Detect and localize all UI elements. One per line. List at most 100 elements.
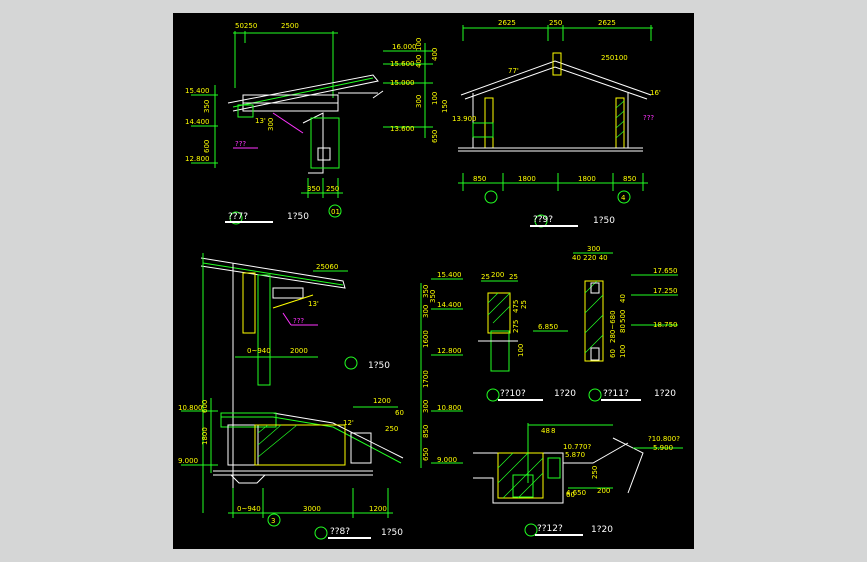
title: ??12? bbox=[537, 524, 563, 534]
level-1: 17.650 bbox=[653, 267, 678, 275]
level-5: 13.600 bbox=[390, 125, 415, 133]
angle: 13' bbox=[255, 117, 266, 125]
vdim-1: 100 bbox=[415, 38, 423, 51]
dim-300: 300 bbox=[587, 245, 600, 253]
dim-250: 250 bbox=[591, 466, 599, 479]
detail-c: 25060 13' ??? 0~940 2000 1?50 1200 60 25… bbox=[178, 253, 463, 540]
angle-13: 13' bbox=[308, 300, 319, 308]
dim-60: 60 bbox=[395, 409, 404, 417]
level-2: 5.870 bbox=[565, 451, 585, 459]
level-right-2: 14.400 bbox=[437, 301, 462, 309]
level-3: 18.750 bbox=[653, 321, 678, 329]
level-right-1: 15.400 bbox=[437, 271, 462, 279]
dim-1: 25 bbox=[481, 273, 490, 281]
dim-top: 25060 bbox=[316, 263, 338, 271]
vdim-4: 80 bbox=[619, 324, 627, 333]
dim-bottom-3: 1800 bbox=[578, 175, 596, 183]
vdim-right-5: 1700 bbox=[422, 370, 430, 388]
ext-level-2: 5.900 bbox=[653, 444, 673, 452]
dim-100: 100 bbox=[517, 344, 525, 357]
dim-bottom-1: 60 bbox=[566, 491, 575, 499]
level-1: 16.000 bbox=[392, 43, 417, 51]
angle-2: 16' bbox=[650, 89, 661, 97]
level-1: 15.400 bbox=[185, 87, 210, 95]
level-left-2: 9.000 bbox=[178, 457, 198, 465]
vdim-2: 40 bbox=[619, 294, 627, 303]
vdim-4: 300 bbox=[415, 95, 423, 108]
scale: 1?20 bbox=[554, 389, 576, 399]
dim-top-3: 2625 bbox=[598, 19, 616, 27]
mid-scale: 1?50 bbox=[368, 361, 390, 371]
level-3: 15.000 bbox=[390, 79, 415, 87]
level-4: 13.900 bbox=[452, 115, 477, 123]
dim-2: 8 bbox=[551, 427, 555, 435]
title: ??10? bbox=[500, 389, 526, 399]
note: ??? bbox=[643, 114, 654, 122]
ext-level: ?10.800? bbox=[648, 435, 680, 443]
detail-d: 25 200 25 275 475 25 100 6.850 ??10? 1?2… bbox=[478, 271, 576, 402]
vdim-left-1: 600 bbox=[201, 400, 209, 413]
scale: 1?20 bbox=[654, 389, 676, 399]
title: ??11? bbox=[603, 389, 629, 399]
dim-side-1: 275 bbox=[512, 320, 520, 333]
detail-b: 2625 250 2625 250100 77' 16' ??? 16.000 … bbox=[383, 19, 661, 228]
detail-e: 300 40 220 40 280~680 40 500 80 60 100 1… bbox=[572, 245, 678, 402]
vdim-left-2: 1800 bbox=[201, 427, 209, 445]
vdim-right-7: 850 bbox=[422, 425, 430, 438]
dim-1: 48 bbox=[541, 427, 550, 435]
scale: 1?20 bbox=[591, 525, 613, 535]
dim-bottom-1: 0~940 bbox=[237, 505, 261, 513]
note: ??? bbox=[293, 317, 304, 325]
cad-drawing: .w{stroke:#fff;fill:none;stroke-width:1}… bbox=[178, 19, 683, 540]
vdim-2: 400 bbox=[415, 55, 423, 68]
level-3: 12.800 bbox=[185, 155, 210, 163]
dim-08: 0~940 bbox=[247, 347, 271, 355]
title: ??7? bbox=[228, 212, 248, 222]
detail-f: 48 8 10.770? 5.870 4.650 250 60 200 ?10.… bbox=[473, 423, 683, 537]
axis-label: 01 bbox=[331, 208, 340, 216]
level: 6.850 bbox=[538, 323, 558, 331]
vdim-right-6: 300 bbox=[422, 400, 430, 413]
dim-top-2: 2500 bbox=[281, 22, 299, 30]
scale: 1?50 bbox=[381, 528, 403, 538]
note: ??? bbox=[235, 140, 246, 148]
dim-bottom-1: 850 bbox=[473, 175, 486, 183]
dim-300: 300 bbox=[267, 118, 275, 131]
dim-2: 200 bbox=[491, 271, 504, 279]
dim-bottom-1: 350 bbox=[307, 185, 320, 193]
dim-bottom-4: 850 bbox=[623, 175, 636, 183]
vdim-3: 500 bbox=[619, 310, 627, 323]
level-2: 14.400 bbox=[185, 118, 210, 126]
vdim-2: 600 bbox=[203, 140, 211, 153]
vdim-5: 60 bbox=[609, 349, 617, 358]
dim-bottom-2: 200 bbox=[597, 487, 610, 495]
vdim-7: 150 bbox=[441, 100, 449, 113]
vdim-6: 100 bbox=[619, 345, 627, 358]
angle-1: 77' bbox=[508, 67, 519, 75]
scale: 1?50 bbox=[287, 212, 309, 222]
dim-top-1: 50250 bbox=[235, 22, 257, 30]
level-2: 17.250 bbox=[653, 287, 678, 295]
vdim-right-8: 650 bbox=[422, 448, 430, 461]
level-1: 10.770? bbox=[563, 443, 591, 451]
vdim-right-3: 350 bbox=[429, 290, 437, 303]
level-3: 4.650 bbox=[566, 489, 586, 497]
vdim-3: 400 bbox=[431, 48, 439, 61]
vdim-1: 280~680 bbox=[609, 310, 617, 343]
dim-top-1: 2625 bbox=[498, 19, 516, 27]
dim-bottom-3: 1200 bbox=[369, 505, 387, 513]
title: ??9? bbox=[533, 215, 553, 225]
dims-top: 40 220 40 bbox=[572, 254, 608, 262]
scale: 1?50 bbox=[593, 216, 615, 226]
vdim-6: 650 bbox=[431, 130, 439, 143]
detail-a: 50250 2500 15.400 14.400 12.800 350 600 … bbox=[185, 22, 384, 225]
dim-side-3: 25 bbox=[520, 300, 528, 309]
vdim-5: 100 bbox=[431, 92, 439, 105]
dim-bottom-2: 250 bbox=[326, 185, 339, 193]
dim-3: 25 bbox=[509, 273, 518, 281]
dim-side-2: 475 bbox=[512, 300, 520, 313]
level-left-1: 10.800 bbox=[178, 404, 203, 412]
drawing-sheet: .w{stroke:#fff;fill:none;stroke-width:1}… bbox=[173, 13, 694, 549]
dim-1200: 1200 bbox=[373, 397, 391, 405]
vdim-right-4: 1600 bbox=[422, 330, 430, 348]
